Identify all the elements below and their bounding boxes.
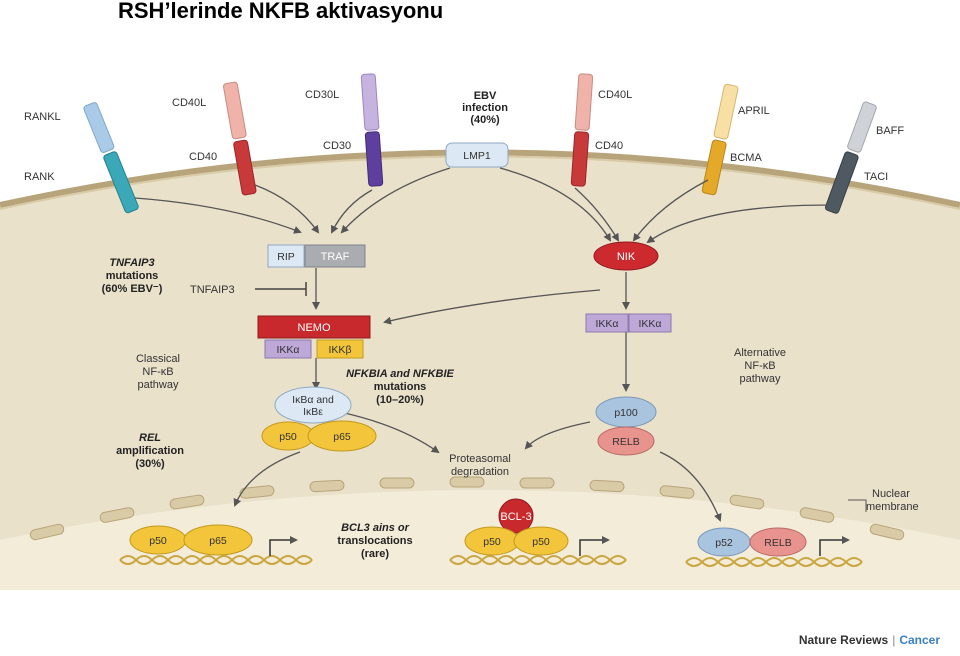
- nuclear-line1: Nuclear: [872, 488, 910, 500]
- alternative-line2: NF-κB: [744, 360, 775, 372]
- ikka-label: IKKα: [277, 344, 300, 356]
- tnfaip3-mut-line2: mutations: [106, 270, 159, 282]
- signal-arrows: [134, 167, 831, 522]
- rel-line2: amplification: [116, 445, 184, 457]
- nuclear-membrane-pointer: [848, 499, 867, 512]
- rel-line3: (30%): [135, 458, 165, 470]
- cd30l-label: CD30L: [305, 89, 339, 101]
- classical-line2: NF-κB: [142, 366, 173, 378]
- nemo-label: NEMO: [298, 322, 331, 334]
- ebv-percent: (40%): [470, 114, 500, 126]
- ikb-label-line2: IκBε: [303, 406, 323, 418]
- nemo-box: [257, 315, 371, 339]
- p50-nuc-a-label: p50: [149, 535, 167, 547]
- baff-label: BAFF: [876, 125, 904, 137]
- rel-line1: REL: [139, 432, 161, 444]
- ebv-title: EBV: [474, 90, 497, 102]
- receptor-taci: [824, 101, 877, 214]
- rip-label: RIP: [277, 251, 295, 263]
- cd30-label: CD30: [323, 140, 351, 152]
- cell-cytoplasm: [0, 152, 960, 590]
- nuclear-membrane: [29, 476, 905, 541]
- classical-line1: Classical: [136, 353, 180, 365]
- bcl3-line2: translocations: [337, 535, 412, 547]
- lmp1-box: [445, 142, 509, 168]
- april-label: APRIL: [738, 105, 770, 117]
- receptor-cd40-left: [223, 81, 257, 196]
- journal-footer: Nature Reviews|Cancer: [798, 633, 940, 647]
- bcma-label: BCMA: [730, 152, 762, 164]
- bcl3-circle: [498, 498, 534, 534]
- rip-box: [267, 244, 305, 268]
- p52-nuc-label: p52: [715, 537, 733, 549]
- relb-cyto-label: RELB: [612, 436, 639, 448]
- transcription-arrows: [269, 536, 850, 556]
- cd40l-right-label: CD40L: [598, 89, 632, 101]
- bcl3-circle-label: BCL-3: [500, 511, 531, 523]
- nfkbia-line3: (10–20%): [376, 394, 424, 406]
- p100-label: p100: [614, 407, 638, 419]
- traf-box: [304, 244, 366, 268]
- p50-cyto-label: p50: [279, 431, 297, 443]
- cd40-right-label: CD40: [595, 140, 623, 152]
- ikkb-box: [316, 339, 364, 359]
- relb-cyto: [597, 426, 655, 456]
- dna-strands: [119, 555, 863, 567]
- journal-name: Nature Reviews: [798, 633, 889, 647]
- slide-title: RSH’lerinde NKFB aktivasyonu: [118, 0, 444, 23]
- traf-label: TRAF: [321, 251, 350, 263]
- p50-nuc-c: [513, 526, 569, 556]
- nik-label: NIK: [617, 251, 636, 263]
- rankl-label: RANKL: [24, 111, 61, 123]
- p65-cyto-label: p65: [333, 431, 351, 443]
- proteasomal-line2: degradation: [451, 466, 509, 478]
- nuclear-line2: membrane: [866, 501, 919, 513]
- ikka-alt-2: [628, 313, 672, 333]
- ikkb-label: IKKβ: [329, 344, 352, 356]
- receptor-cd40-right: [570, 73, 594, 187]
- rank-label: RANK: [24, 171, 55, 183]
- nfkbia-line1: NFKBIA and NFKBIE: [346, 368, 454, 380]
- receptor-cd30: [360, 73, 384, 187]
- p65-nuc-a: [183, 524, 253, 556]
- ikb-complex: [274, 386, 352, 424]
- p65-nuc-a-label: p65: [209, 535, 227, 547]
- tnfaip3-label: TNFAIP3: [190, 284, 235, 296]
- p65-cyto: [307, 420, 377, 452]
- nik-oval: [593, 241, 659, 271]
- tnfaip3-mut-line1: TNFAIP3: [109, 257, 154, 269]
- ikka-alt-1-label: IKKα: [596, 318, 619, 330]
- ikka-box: [264, 339, 312, 359]
- lmp1-label: LMP1: [463, 150, 491, 162]
- classical-line3: pathway: [138, 379, 179, 391]
- tnfaip3-mut-line3: (60% EBV⁻): [102, 283, 163, 295]
- relb-nuc-label: RELB: [764, 537, 791, 549]
- cd40-left-label: CD40: [189, 151, 217, 163]
- receptor-bcma: [701, 83, 739, 196]
- p50-nuc-c-label: p50: [532, 536, 550, 548]
- bcl3-line3: (rare): [361, 548, 389, 560]
- bcl3-line1: BCL3 ains or: [341, 522, 410, 534]
- tnfaip3-inhibition-line: [255, 282, 307, 296]
- taci-label: TACI: [864, 171, 888, 183]
- receptor-rank: [83, 102, 139, 214]
- ebv-infection: infection: [462, 102, 508, 114]
- proteasomal-line1: Proteasomal: [449, 453, 511, 465]
- p50-nuc-b-label: p50: [483, 536, 501, 548]
- relb-nuc: [749, 527, 807, 557]
- alternative-line3: pathway: [740, 373, 781, 385]
- nfkbia-line2: mutations: [374, 381, 427, 393]
- ikka-alt-2-label: IKKα: [639, 318, 662, 330]
- journal-section: Cancer: [899, 633, 940, 647]
- alternative-line1: Alternative: [734, 347, 786, 359]
- ikb-label-line1: IκBα and: [292, 394, 334, 406]
- cd40l-left-label: CD40L: [172, 97, 206, 109]
- ikka-alt-1: [585, 313, 629, 333]
